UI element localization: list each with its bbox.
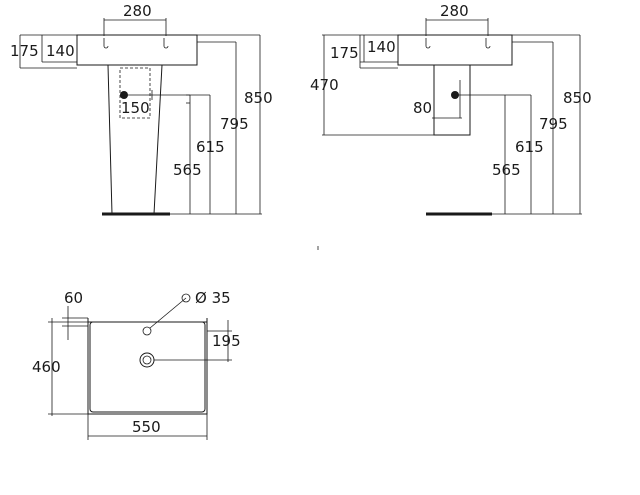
dim-diameter-35: Ø 35: [195, 289, 231, 307]
dim-850: 850: [244, 89, 273, 107]
dim-795-wall: 795: [539, 115, 568, 133]
dim-470: 470: [310, 76, 339, 94]
dim-280-wall: 280: [440, 2, 469, 20]
dim-175-wall: 175: [330, 44, 359, 62]
waste-plan-inner: [142, 355, 152, 365]
dim-175: 175: [10, 42, 39, 60]
dim-460: 460: [32, 358, 61, 376]
tap-hole-left: [103, 38, 109, 49]
dim-850-wall: 850: [563, 89, 592, 107]
trap-outline: [119, 67, 151, 119]
dim-140-wall: 140: [367, 38, 396, 56]
dim-280: 280: [123, 2, 152, 20]
tap-hole-right-wall: [485, 38, 491, 49]
dim-550: 550: [132, 418, 161, 436]
dim-140: 140: [46, 42, 75, 60]
semi-pedestal: [433, 65, 471, 136]
dim-195: 195: [212, 332, 241, 350]
dim-615-wall: 615: [515, 138, 544, 156]
dim-565-wall: 565: [492, 161, 521, 179]
dim-795: 795: [220, 115, 249, 133]
tap-hole-right: [163, 38, 169, 49]
pedestal-body: [107, 64, 163, 215]
dim-80: 80: [413, 99, 432, 117]
waste-plan-outer: [139, 352, 155, 368]
dim-565: 565: [173, 161, 202, 179]
basin-outline: [87, 318, 208, 415]
dim-615: 615: [196, 138, 225, 156]
dim-60: 60: [64, 289, 83, 307]
dim-150: 150: [121, 99, 150, 117]
tap-hole-plan: [142, 326, 152, 336]
pedestal-view: 280 175 140 150 850 795 615 565: [10, 2, 273, 216]
plan-view: 60 Ø 35 195 460 550: [32, 289, 241, 440]
wall-view: 280 175 140 470 80 850 795 615 565: [310, 2, 592, 216]
basin-slab: [76, 34, 198, 66]
tap-hole-left-wall: [425, 38, 431, 49]
basin-slab-wall: [397, 34, 513, 66]
